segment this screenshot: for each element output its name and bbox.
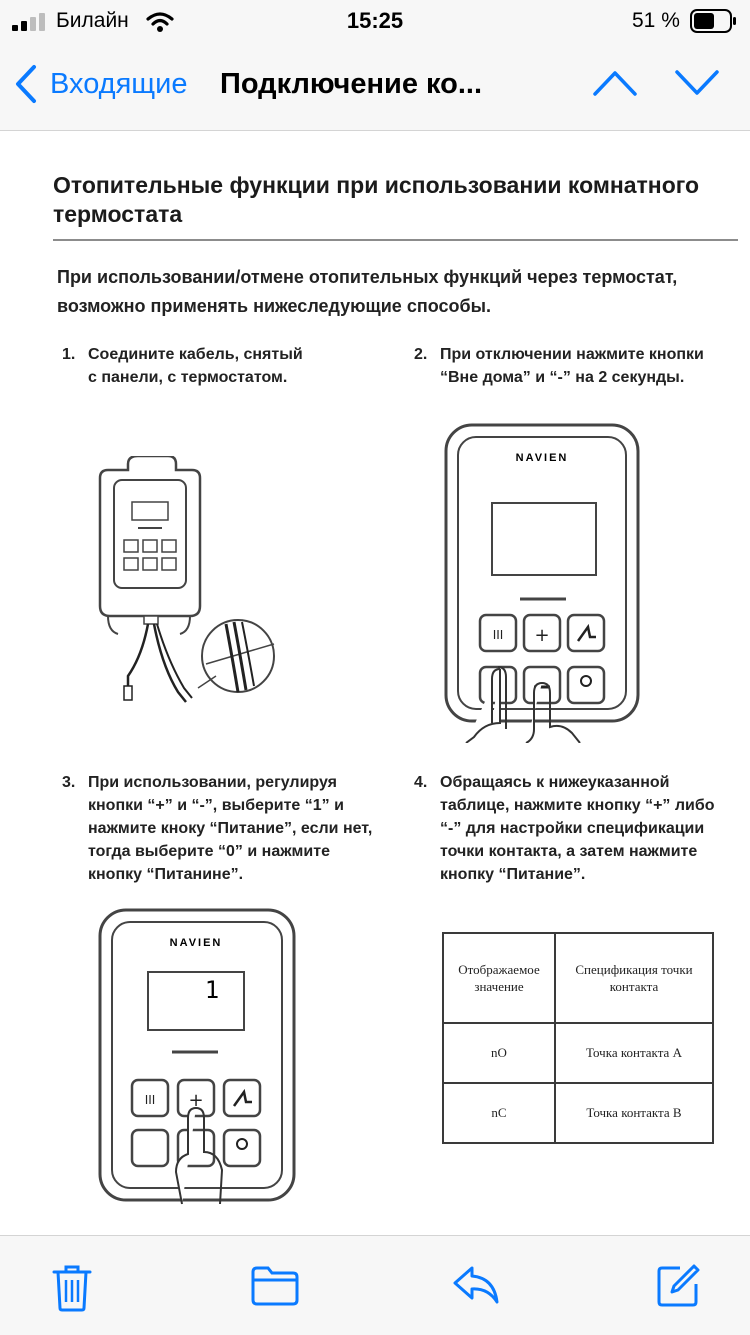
svg-text:+: +: [534, 625, 549, 646]
svg-text:III: III: [493, 628, 504, 642]
folder-icon[interactable]: [250, 1264, 300, 1306]
table-header-row: Отображаемое значение Спецификация точки…: [442, 932, 714, 1024]
step-text: Соедините кабель, снятый с панели, с тер…: [88, 346, 303, 386]
back-label: Входящие: [50, 67, 188, 100]
table-row: nC Точка контакта B: [442, 1082, 714, 1144]
battery-icon: [690, 9, 736, 33]
wifi-icon: [146, 12, 174, 32]
trash-icon[interactable]: [52, 1264, 92, 1312]
contact-spec-table: Отображаемое значение Спецификация точки…: [442, 932, 714, 1144]
svg-text:+: +: [188, 1090, 203, 1111]
status-bar: Билайн 15:25 51 %: [0, 0, 750, 46]
controller-one-finger-illustration: III +: [98, 908, 296, 1205]
step-text: При использовании, регулируя кнопки “+” …: [88, 774, 373, 883]
chevron-left-icon: [16, 65, 36, 103]
step-number: 4.: [414, 774, 428, 791]
table-cell: nO: [442, 1022, 556, 1084]
table-cell: Точка контакта A: [554, 1022, 714, 1084]
navigation-bar: Входящие Подключение ко...: [0, 46, 750, 131]
heading-divider: [53, 239, 738, 241]
brand-logo: NAVIEN: [169, 937, 223, 949]
bottom-toolbar: [0, 1235, 750, 1335]
table-cell: Точка контакта B: [554, 1082, 714, 1144]
step-text: При отключении нажмите кнопки “Вне дома”…: [440, 346, 704, 386]
chevron-up-icon[interactable]: [592, 68, 638, 98]
message-title: Подключение ко...: [220, 68, 483, 100]
step-number: 3.: [62, 774, 76, 791]
document-heading: Отопительные функции при использовании к…: [53, 172, 700, 227]
display-value: 1: [204, 976, 220, 1004]
table-row: nO Точка контакта A: [442, 1022, 714, 1084]
message-body[interactable]: Отопительные функции при использовании к…: [0, 131, 750, 1235]
brand-logo: NAVIEN: [515, 452, 569, 464]
battery-percent: 51 %: [632, 9, 680, 32]
table-header-cell: Спецификация точки контакта: [554, 932, 714, 1024]
table-cell: nC: [442, 1082, 556, 1144]
controller-two-fingers-illustration: III +: [444, 423, 640, 743]
step-number: 1.: [62, 346, 76, 363]
step-number: 2.: [414, 346, 428, 363]
reply-icon[interactable]: [452, 1264, 500, 1306]
step-text: Обращаясь к нижеуказанной таблице, нажми…: [440, 774, 715, 883]
signal-icon: [12, 13, 45, 31]
compose-icon[interactable]: [656, 1264, 700, 1308]
chevron-down-icon[interactable]: [674, 68, 720, 98]
svg-text:III: III: [145, 1093, 156, 1107]
thermostat-cable-illustration: [98, 456, 275, 703]
table-header-cell: Отображаемое значение: [442, 932, 556, 1024]
status-time: 15:25: [346, 8, 404, 33]
back-button[interactable]: Входящие: [14, 64, 188, 104]
document-intro: При использовании/отмене отопительных фу…: [57, 267, 678, 316]
carrier-name: Билайн: [56, 9, 129, 32]
